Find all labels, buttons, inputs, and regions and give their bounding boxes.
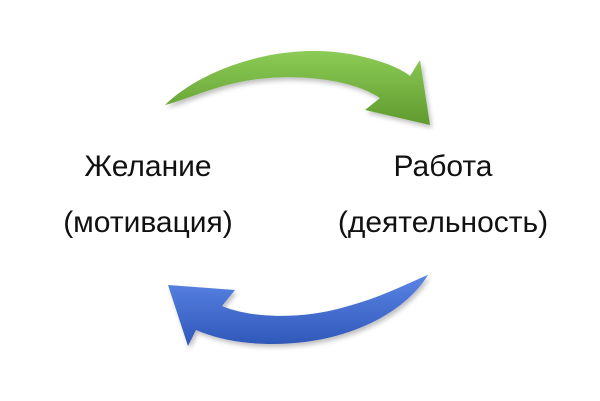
left-node-title: Желание [84, 150, 212, 183]
right-node-title: Работа [393, 150, 493, 183]
top-arrow-shape [165, 51, 430, 125]
bottom-arrow-shape [168, 275, 428, 346]
left-node-subtitle: (мотивация) [63, 206, 233, 239]
right-node-subtitle: (деятельность) [337, 206, 549, 239]
